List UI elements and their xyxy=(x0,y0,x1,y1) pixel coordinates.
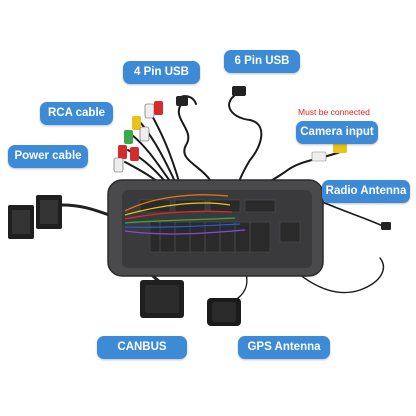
label-radio-antenna: Radio Antenna xyxy=(322,180,410,203)
camera-aux-connector xyxy=(311,151,327,162)
camera-note: Must be connected xyxy=(298,107,370,117)
label-usb4: 4 Pin USB xyxy=(123,61,200,84)
usb4-connector xyxy=(176,96,188,106)
camera-connector xyxy=(333,141,347,153)
head-unit xyxy=(107,179,324,277)
harness-wires xyxy=(124,194,246,235)
usb6-connector xyxy=(232,86,246,96)
label-gps-antenna: GPS Antenna xyxy=(238,336,330,359)
label-canbus: CANBUS xyxy=(97,336,187,359)
label-camera-input: Camera input xyxy=(296,121,378,144)
canbus-box xyxy=(140,280,184,318)
gps-antenna xyxy=(207,298,241,326)
label-usb6: 6 Pin USB xyxy=(224,50,300,73)
label-power-cable: Power cable xyxy=(8,145,88,168)
label-rca-cable: RCA cable xyxy=(40,102,113,125)
power-connectors xyxy=(8,195,62,239)
radio-antenna-plug xyxy=(381,222,391,230)
rca-connectors xyxy=(113,101,163,173)
